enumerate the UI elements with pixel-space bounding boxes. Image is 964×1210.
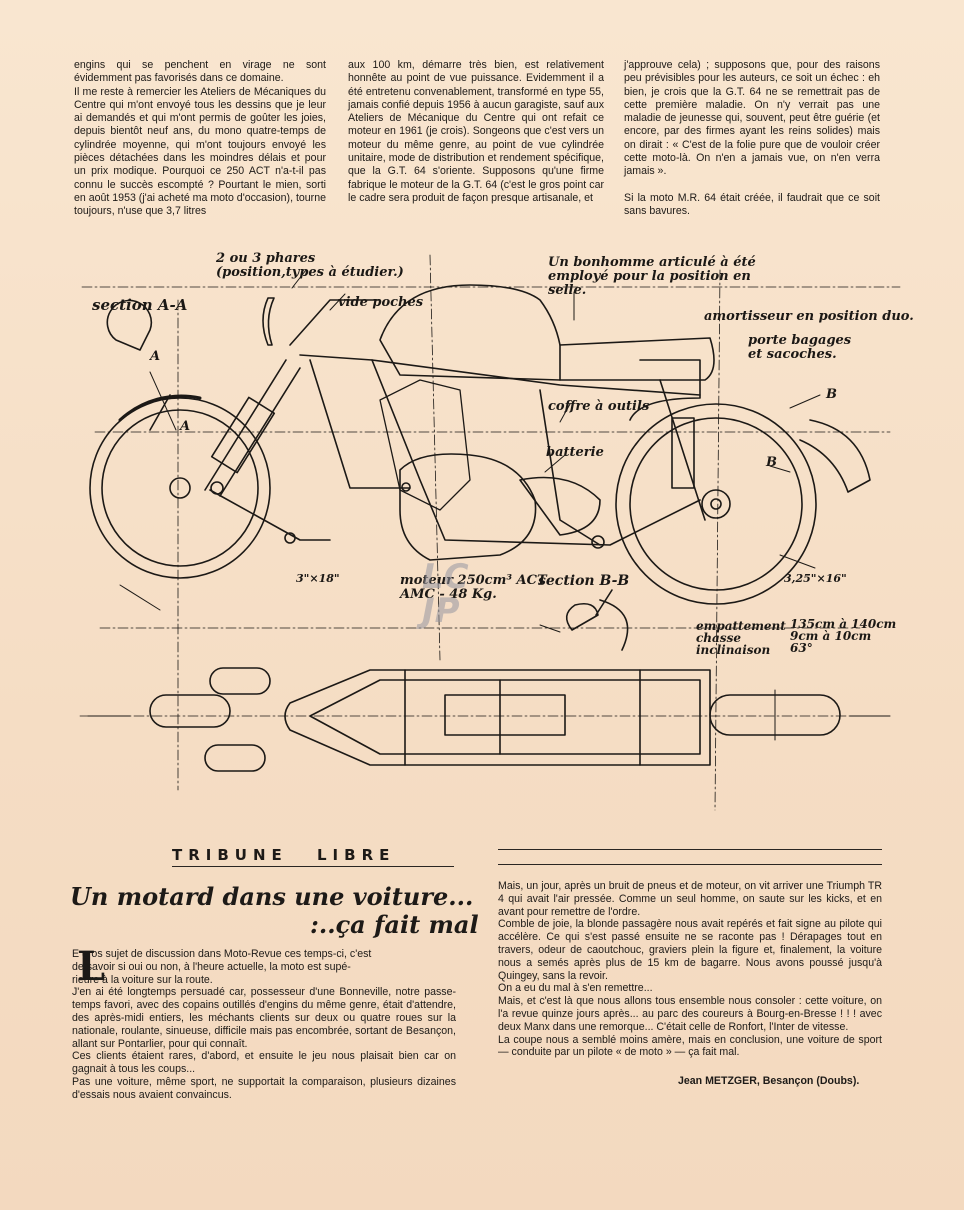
label-phares: 2 ou 3 phares (position,types à étudier.… <box>216 251 404 280</box>
headline-line-1: Un motard dans une voiture... <box>70 882 474 911</box>
label-mark-a1: A <box>150 349 161 364</box>
front-wheel <box>89 394 271 579</box>
label-mark-b1: B <box>826 387 837 402</box>
label-specs-values: 135cm à 140cm 9cm à 10cm 63° <box>790 617 897 655</box>
label-specs: empattement chasse inclinaison <box>696 619 786 657</box>
headline-line-2: :..ça fait mal <box>310 910 479 939</box>
label-bonhomme: Un bonhomme articulé à été employé pour … <box>548 255 756 298</box>
label-section-bb: section B-B <box>538 573 630 589</box>
label-coffre: coffre à outils <box>548 399 650 414</box>
engine <box>210 453 605 561</box>
label-mark-b2: B <box>766 455 777 470</box>
divider-top <box>498 849 882 850</box>
label-rear-tyre: 3,25"×16" <box>784 572 847 585</box>
dimension-lines <box>119 269 821 633</box>
tank-and-seat <box>379 284 715 381</box>
rear-shock <box>629 359 706 521</box>
author-signature: Jean METZGER, Besançon (Doubs). <box>678 1075 860 1087</box>
article-column-1: engins qui se penchent en virage ne sont… <box>74 59 326 218</box>
article-column-2: aux 100 km, démarre très bien, est relat… <box>348 59 604 204</box>
frame <box>209 299 701 546</box>
label-moteur: moteur 250cm³ ACT AMC - 48 Kg. <box>400 573 547 602</box>
front-fork <box>149 359 301 497</box>
rear-wheel <box>615 403 871 605</box>
label-batterie: batterie <box>546 445 604 460</box>
label-vide-poches: vide poches <box>338 295 424 310</box>
letter-column-2: Mais, un jour, après un bruit de pneus e… <box>498 880 882 1059</box>
label-section-aa: section A-A <box>92 296 188 314</box>
frame-plan-view <box>87 667 891 772</box>
label-porte-bagages: porte bagages et sacoches. <box>748 333 852 362</box>
letter-column-1: E gros sujet de discussion dans Moto-Rev… <box>72 948 456 1101</box>
watermark-logo: LC JP <box>422 557 469 631</box>
section-title: TRIBUNE LIBRE <box>172 846 396 864</box>
label-mark-a2: A <box>180 419 191 434</box>
drop-cap: L <box>77 943 106 990</box>
section-bb-icon <box>565 589 629 651</box>
article-column-3: j'approuve cela) ; supposons que, pour d… <box>624 59 880 218</box>
divider-left <box>172 866 454 867</box>
label-front-tyre: 3"×18" <box>296 572 340 585</box>
label-amortisseur: amortisseur en position duo. <box>704 309 914 324</box>
section-aa-icon <box>106 299 153 351</box>
construction-lines <box>79 254 901 811</box>
divider-bottom <box>498 864 882 865</box>
